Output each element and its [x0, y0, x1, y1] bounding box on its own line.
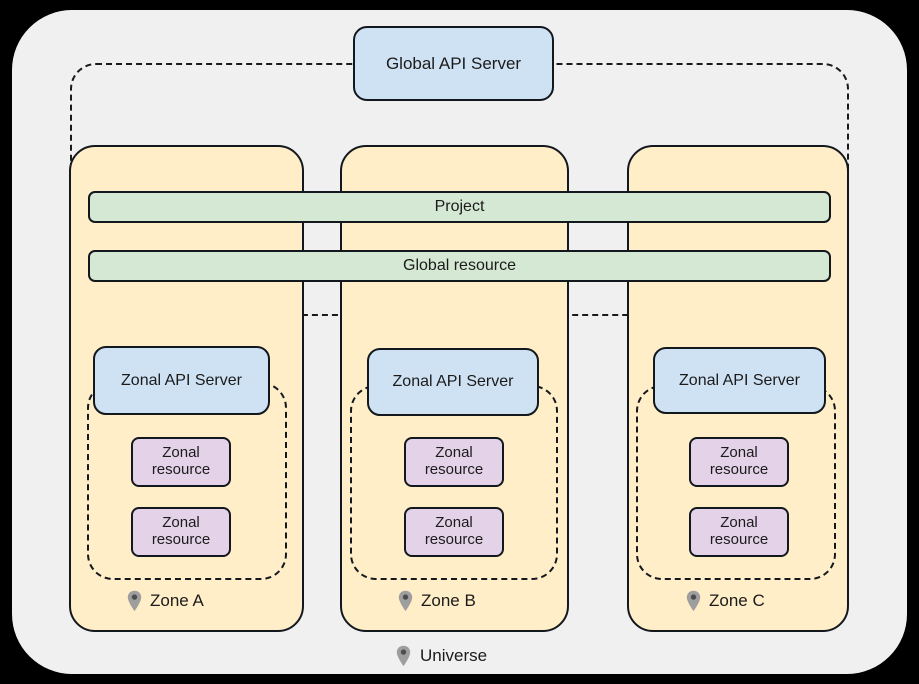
- global-api-server-node: Global API Server: [353, 26, 554, 101]
- zonal-api-server-a: Zonal API Server: [93, 346, 270, 415]
- zonal-api-server-a-label: Zonal API Server: [121, 371, 242, 389]
- global-bar-project-label: Project: [434, 198, 485, 215]
- zone-caption-c: Zone C: [686, 590, 765, 612]
- zone-caption-a-label: Zone A: [150, 591, 204, 610]
- zonal-resource-c-2: Zonal resource: [689, 507, 789, 557]
- zonal-resource-c-1-line2: resource: [709, 461, 769, 478]
- global-bar-global-resource-label: Global resource: [403, 257, 516, 274]
- zonal-resource-a-2: Zonal resource: [131, 507, 231, 557]
- zone-caption-c-label: Zone C: [709, 591, 765, 610]
- zonal-resource-c-2-line1: Zonal: [720, 514, 758, 532]
- universe-caption: Universe: [396, 645, 487, 667]
- zonal-api-server-c-label: Zonal API Server: [679, 371, 800, 389]
- zonal-resource-b-1-line1: Zonal: [435, 444, 473, 462]
- zonal-resource-b-1: Zonal resource: [404, 437, 504, 487]
- map-pin-icon: [398, 590, 413, 612]
- zonal-api-server-b-label: Zonal API Server: [392, 373, 514, 390]
- zone-caption-b: Zone B: [398, 590, 476, 612]
- global-bar-project: Project: [88, 191, 831, 223]
- zone-caption-a: Zone A: [127, 590, 204, 612]
- zonal-resource-b-1-line2: resource: [424, 461, 484, 478]
- zonal-api-server-b: Zonal API Server: [367, 348, 539, 416]
- map-pin-icon: [686, 590, 701, 612]
- zonal-resource-c-2-line2: resource: [709, 531, 769, 548]
- zonal-resource-a-1: Zonal resource: [131, 437, 231, 487]
- zonal-resource-c-1-line1: Zonal: [720, 444, 758, 462]
- zonal-resource-c-1: Zonal resource: [689, 437, 789, 487]
- zonal-resource-b-2: Zonal resource: [404, 507, 504, 557]
- map-pin-icon: [127, 590, 142, 612]
- global-api-server-label: Global API Server: [385, 53, 522, 73]
- zonal-resource-a-2-line1: Zonal: [162, 514, 200, 532]
- global-bar-global-resource: Global resource: [88, 250, 831, 282]
- universe-caption-label: Universe: [420, 646, 488, 665]
- zone-caption-b-label: Zone B: [421, 591, 476, 610]
- zonal-resource-b-2-line1: Zonal: [435, 514, 473, 532]
- zonal-resource-a-1-line1: Zonal: [162, 444, 200, 462]
- zonal-api-server-c: Zonal API Server: [653, 347, 826, 414]
- zonal-resource-a-1-line2: resource: [151, 461, 211, 478]
- zonal-resource-b-2-line2: resource: [424, 531, 484, 548]
- map-pin-icon: [396, 645, 411, 667]
- zonal-resource-a-2-line2: resource: [151, 531, 211, 548]
